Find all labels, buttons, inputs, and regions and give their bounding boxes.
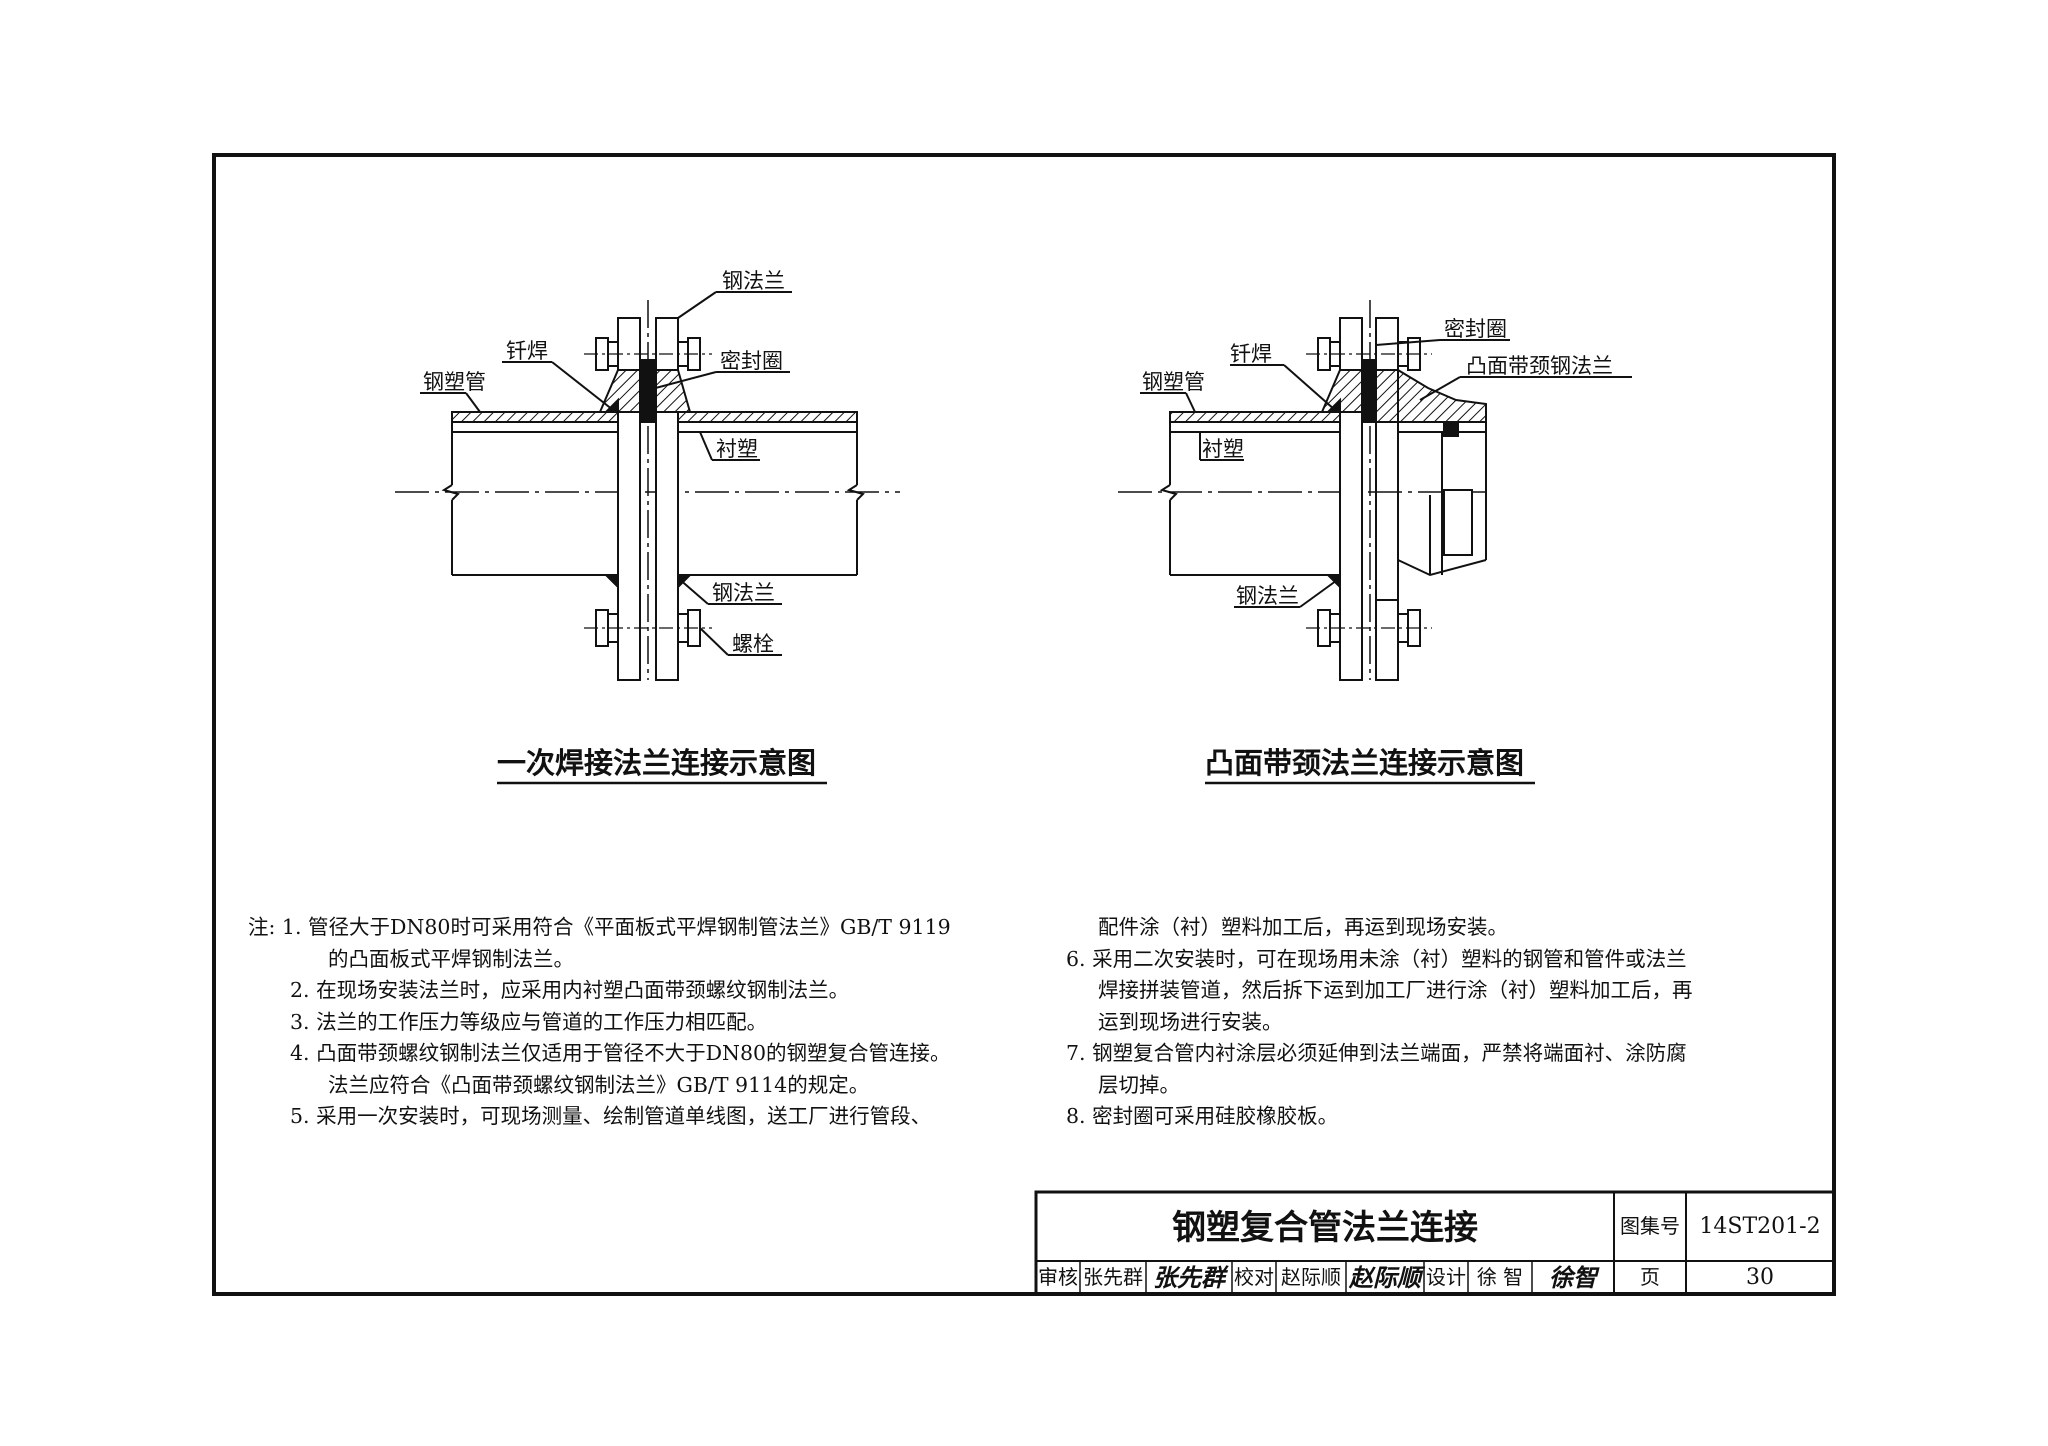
seal-ring-left (639, 359, 657, 423)
label-lining: 衬塑 (716, 437, 758, 461)
title-block (1034, 1190, 1836, 1296)
label-steel-flange-top: 钢法兰 (722, 269, 785, 293)
bolt-bottom-left (584, 609, 712, 647)
atlas-label: 图集号 (1620, 1214, 1680, 1238)
label-seal-ring: 密封圈 (720, 349, 783, 373)
note-line: 7. 钢塑复合管内衬涂层必须延伸到法兰端面，严禁将端面衬、涂防腐 (1066, 1041, 1687, 1065)
label-lining: 衬塑 (1202, 437, 1244, 461)
drawing-title: 钢塑复合管法兰连接 (1172, 1208, 1478, 1248)
note-line: 6. 采用二次安装时，可在现场用未涂（衬）塑料的钢管和管件或法兰 (1066, 946, 1687, 971)
notes-right: 配件涂（衬）塑料加工后，再运到现场安装。 6. 采用二次安装时，可在现场用未涂（… (1066, 912, 1693, 1133)
label-brazing: 钎焊 (1230, 342, 1272, 366)
review-label: 审核 (1038, 1265, 1078, 1289)
design-label: 设计 (1426, 1265, 1466, 1289)
note-line: 5. 采用一次安装时，可现场测量、绘制管道单线图，送工厂进行管段、 (290, 1104, 932, 1128)
page-number: 30 (1746, 1265, 1774, 1290)
diagram-right (1118, 300, 1632, 681)
label-steel-plastic-pipe: 钢塑管 (1142, 370, 1205, 394)
diagram-left-title: 一次焊接法兰连接示意图 (497, 746, 816, 780)
page-label: 页 (1640, 1265, 1660, 1289)
note-line: 层切掉。 (1098, 1072, 1180, 1097)
reviewer-name: 张先群 (1083, 1265, 1143, 1289)
diagram-left (395, 291, 900, 681)
label-steel-flange-bottom: 钢法兰 (712, 581, 775, 605)
bolt-top-right (1306, 337, 1432, 371)
check-label: 校对 (1234, 1265, 1274, 1289)
seal-ring-right (1361, 359, 1377, 423)
note-line: 8. 密封圈可采用硅胶橡胶板。 (1066, 1104, 1339, 1128)
note-line: 3. 法兰的工作压力等级应与管道的工作压力相匹配。 (290, 1009, 768, 1034)
pipe-wall-top (1169, 411, 1363, 423)
drawing-frame (212, 153, 1836, 1296)
note-line: 运到现场进行安装。 (1098, 1009, 1283, 1034)
label-steel-plastic-pipe: 钢塑管 (423, 370, 486, 394)
designer-signature: 徐智 (1549, 1263, 1600, 1292)
checker-name: 赵际顺 (1281, 1265, 1341, 1289)
note-line: 4. 凸面带颈螺纹钢制法兰仅适用于管径不大于DN80的钢塑复合管连接。 (290, 1041, 951, 1065)
note-line: 配件涂（衬）塑料加工后，再运到现场安装。 (1098, 915, 1508, 939)
note-line: 的凸面板式平焊钢制法兰。 (328, 946, 574, 971)
bolt-bottom-right (1306, 609, 1432, 647)
notes-left: 注: 1. 管径大于DN80时可采用符合《平面板式平焊钢制管法兰》GB/T 91… (248, 912, 951, 1133)
diagram-right-labels: 密封圈 钎焊 凸面带颈钢法兰 钢塑管 衬塑 钢法兰 凸面带颈法兰连接示意图 (1142, 317, 1613, 785)
diagram-left-labels: 钢法兰 钎焊 密封圈 钢塑管 衬塑 钢法兰 螺栓 一次焊接法兰连接示意图 (423, 269, 827, 785)
note-line: 法兰应符合《凸面带颈螺纹钢制法兰》GB/T 9114的规定。 (328, 1072, 870, 1097)
reviewer-signature: 张先群 (1153, 1263, 1229, 1292)
label-steel-flange-bottom: 钢法兰 (1236, 584, 1299, 608)
checker-signature: 赵际顺 (1348, 1263, 1426, 1292)
note-line: 注: 1. 管径大于DN80时可采用符合《平面板式平焊钢制管法兰》GB/T 91… (248, 915, 951, 939)
label-bolt: 螺栓 (732, 632, 774, 656)
note-line: 2. 在现场安装法兰时，应采用内衬塑凸面带颈螺纹钢制法兰。 (290, 978, 850, 1002)
bolt-top-left (584, 337, 712, 371)
label-brazing: 钎焊 (506, 339, 548, 363)
designer-name: 徐 智 (1477, 1265, 1523, 1289)
label-raised-neck-flange: 凸面带颈钢法兰 (1466, 354, 1613, 378)
label-seal-ring: 密封圈 (1444, 317, 1507, 341)
note-line: 焊接拼装管道，然后拆下运到加工厂进行涂（衬）塑料加工后，再 (1098, 978, 1693, 1002)
atlas-number: 14ST201-2 (1699, 1214, 1820, 1239)
diagram-right-title: 凸面带颈法兰连接示意图 (1205, 746, 1524, 780)
title-block-text: 钢塑复合管法兰连接 图集号 14ST201-2 审核 张先群 张先群 校对 赵际… (1038, 1208, 1821, 1292)
